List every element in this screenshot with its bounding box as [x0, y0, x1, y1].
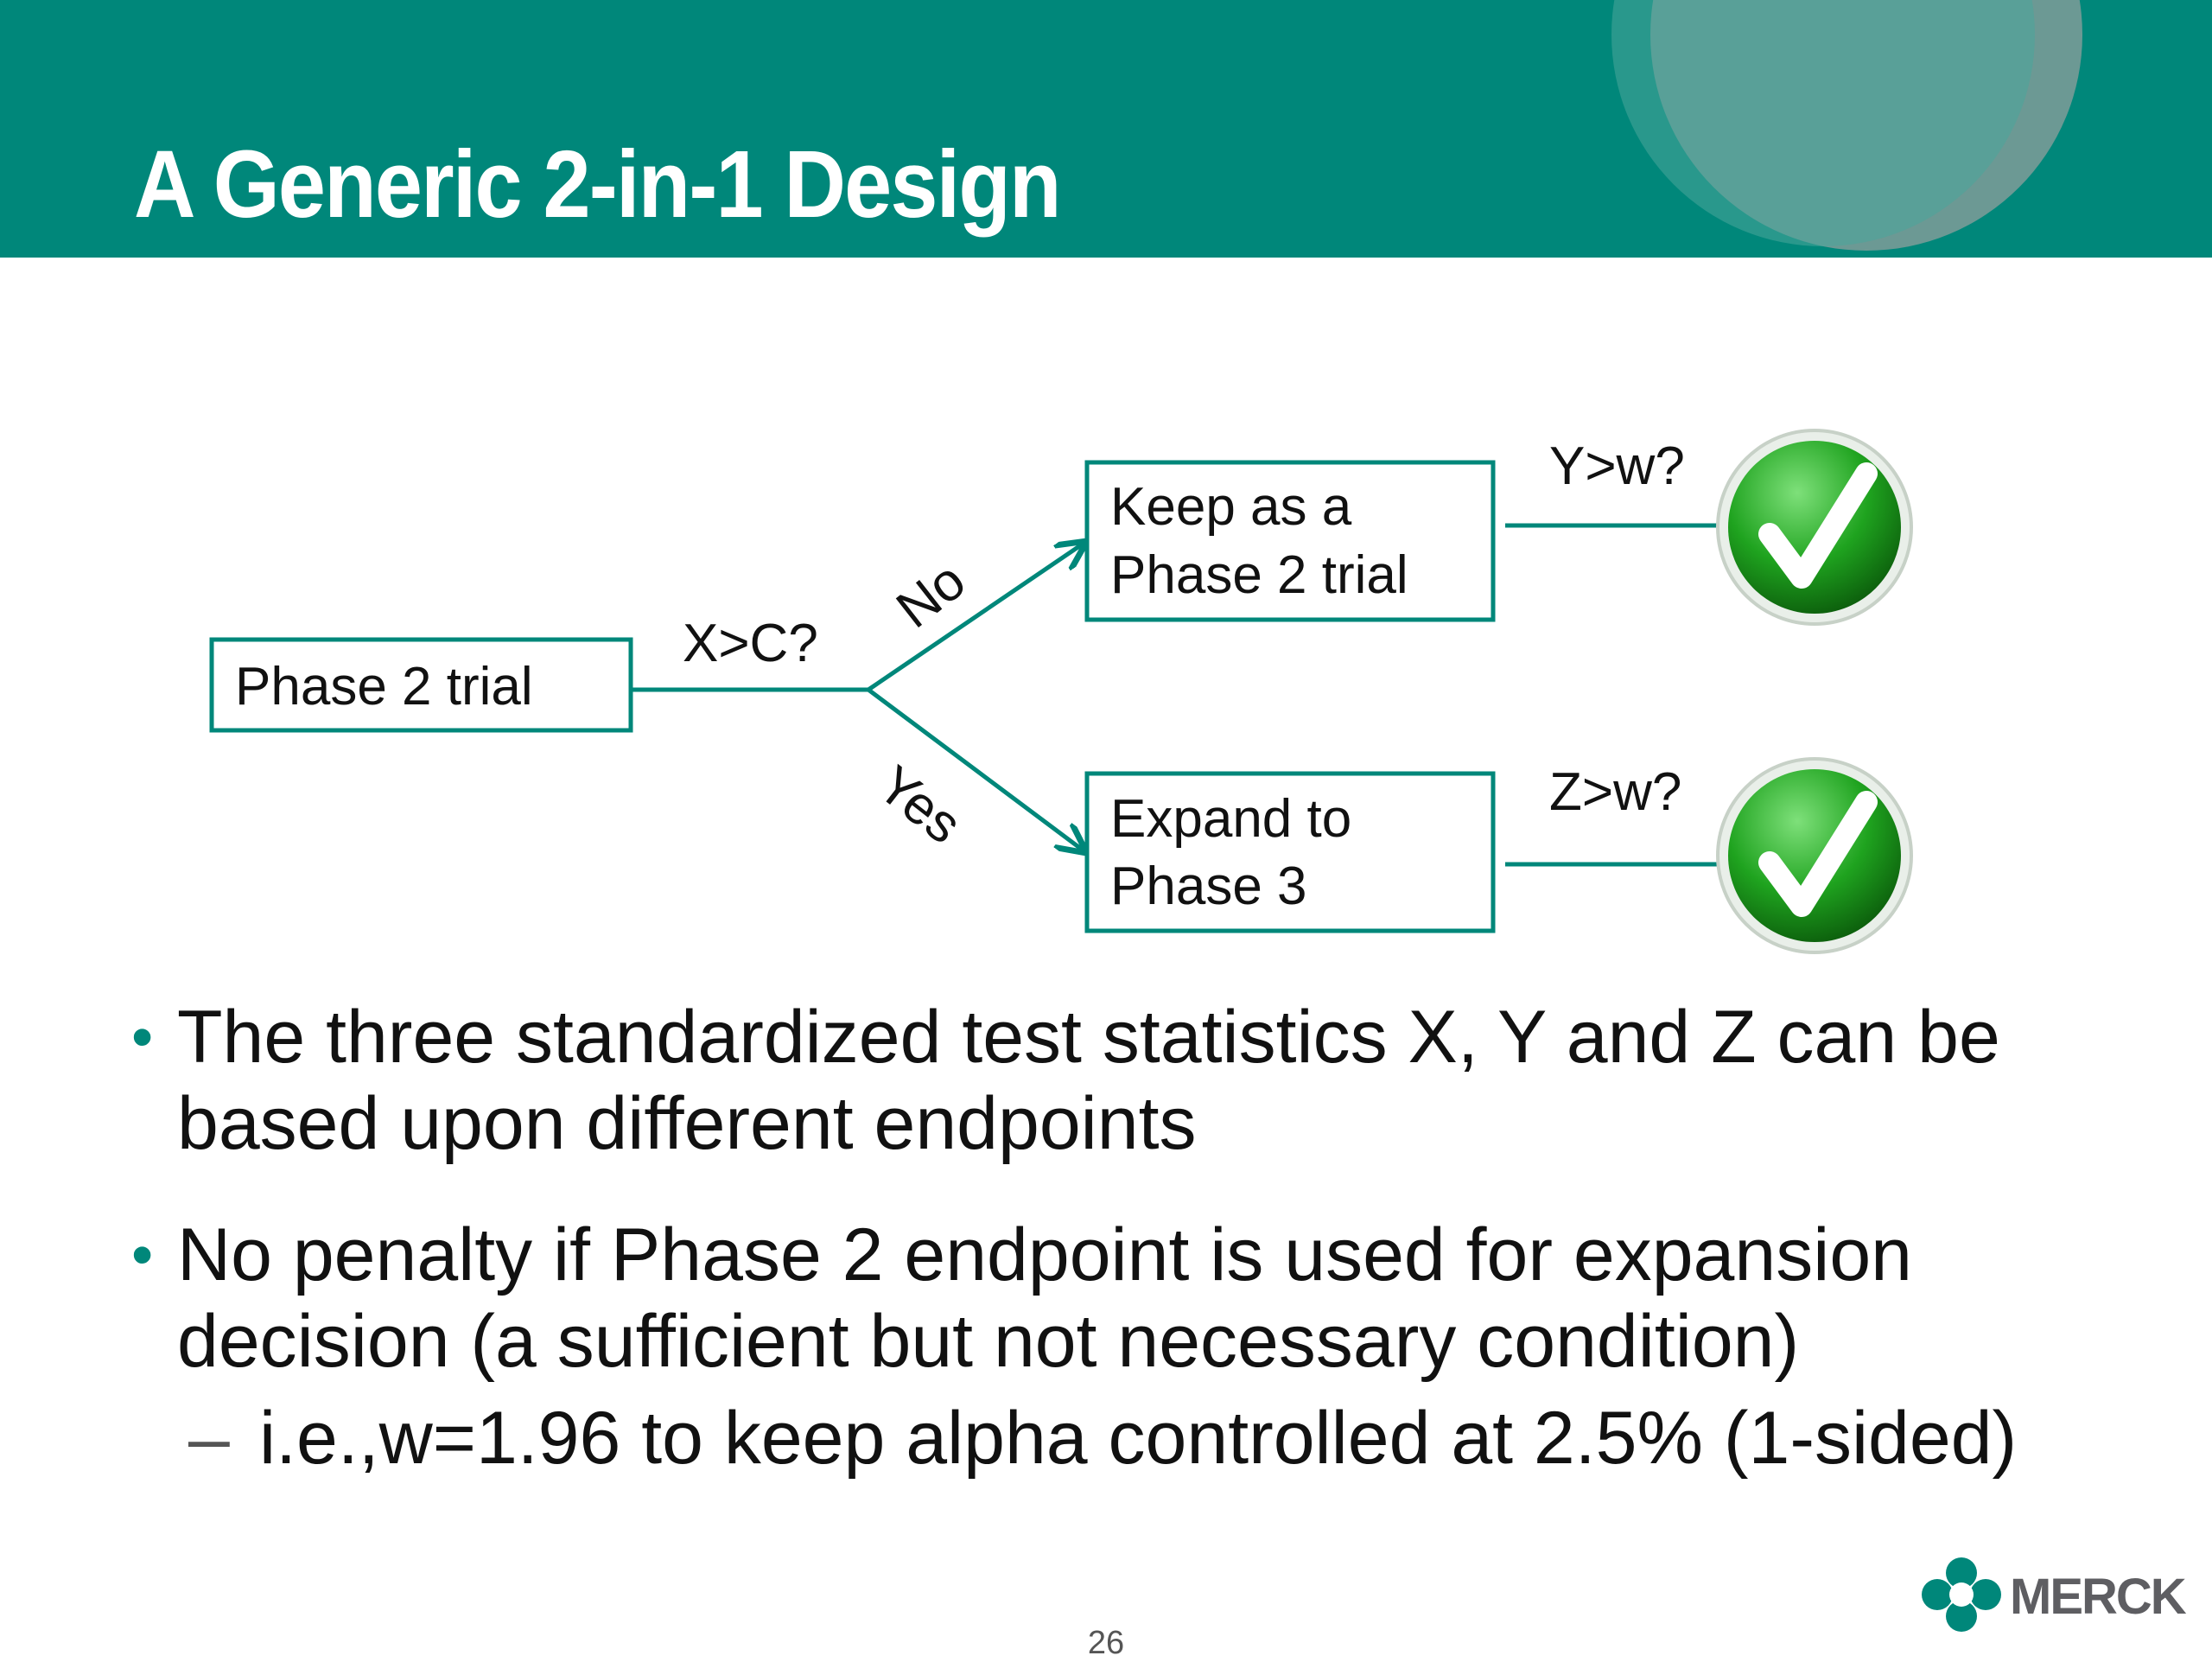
bullet-text-line: No penalty if Phase 2 endpoint is used f… — [177, 1213, 1912, 1296]
title-bar: A Generic 2-in-1 Design — [0, 0, 2212, 258]
branch-yes-label: Yes — [867, 755, 972, 856]
sub-bullet-item: – i.e.,w=1.96 to keep alpha controlled a… — [130, 1395, 2117, 1481]
no-branch-arrow — [867, 543, 1084, 692]
bullet-dot: • — [131, 1003, 154, 1072]
upper-test-label: Y>w? — [1549, 436, 1685, 496]
bullet-text-line: decision (a sufficient but not necessary… — [177, 1300, 1800, 1383]
bullet-text-line: based upon different endpoints — [177, 1082, 1197, 1165]
expand-phase3-line2: Phase 3 — [1110, 856, 1307, 916]
lower-check-icon — [1716, 757, 1913, 954]
flow-diagram: Phase 2 trial X>C? No Yes Keep as a Phas… — [209, 429, 1913, 954]
header-decoration — [1611, 0, 2082, 251]
expand-phase3-line1: Expand to — [1110, 789, 1351, 849]
page-number: 26 — [1087, 1625, 1125, 1661]
bullet-list: • The three standardized test statistics… — [130, 994, 2117, 1481]
merck-logo-text: MERCK — [2010, 1569, 2187, 1625]
expand-phase3-box — [1084, 771, 1496, 933]
keep-phase2-line2: Phase 2 trial — [1110, 545, 1408, 605]
lower-test-label: Z>w? — [1549, 762, 1681, 822]
sub-bullet-text: i.e.,w=1.96 to keep alpha controlled at … — [259, 1397, 2018, 1480]
merck-logo: MERCK — [1918, 1556, 2195, 1633]
bullet-text-line: The three standardized test statistics X… — [177, 996, 2000, 1079]
bullet-item: • The three standardized test statistics… — [130, 994, 2117, 1167]
bullet-item: • No penalty if Phase 2 endpoint is used… — [130, 1212, 2117, 1385]
slide-title: A Generic 2-in-1 Design — [134, 131, 1062, 238]
sub-bullet-dash: – — [188, 1397, 230, 1480]
decision-label: X>C? — [683, 614, 818, 673]
keep-phase2-line1: Keep as a — [1110, 477, 1352, 537]
yes-branch-arrow — [867, 687, 1084, 851]
keep-phase2-box — [1084, 460, 1496, 622]
phase2-trial-box — [209, 637, 633, 733]
phase2-trial-label: Phase 2 trial — [235, 657, 533, 716]
bullet-dot: • — [131, 1220, 154, 1289]
merck-logo-icon — [1922, 1557, 2001, 1632]
upper-check-icon — [1716, 429, 1913, 626]
